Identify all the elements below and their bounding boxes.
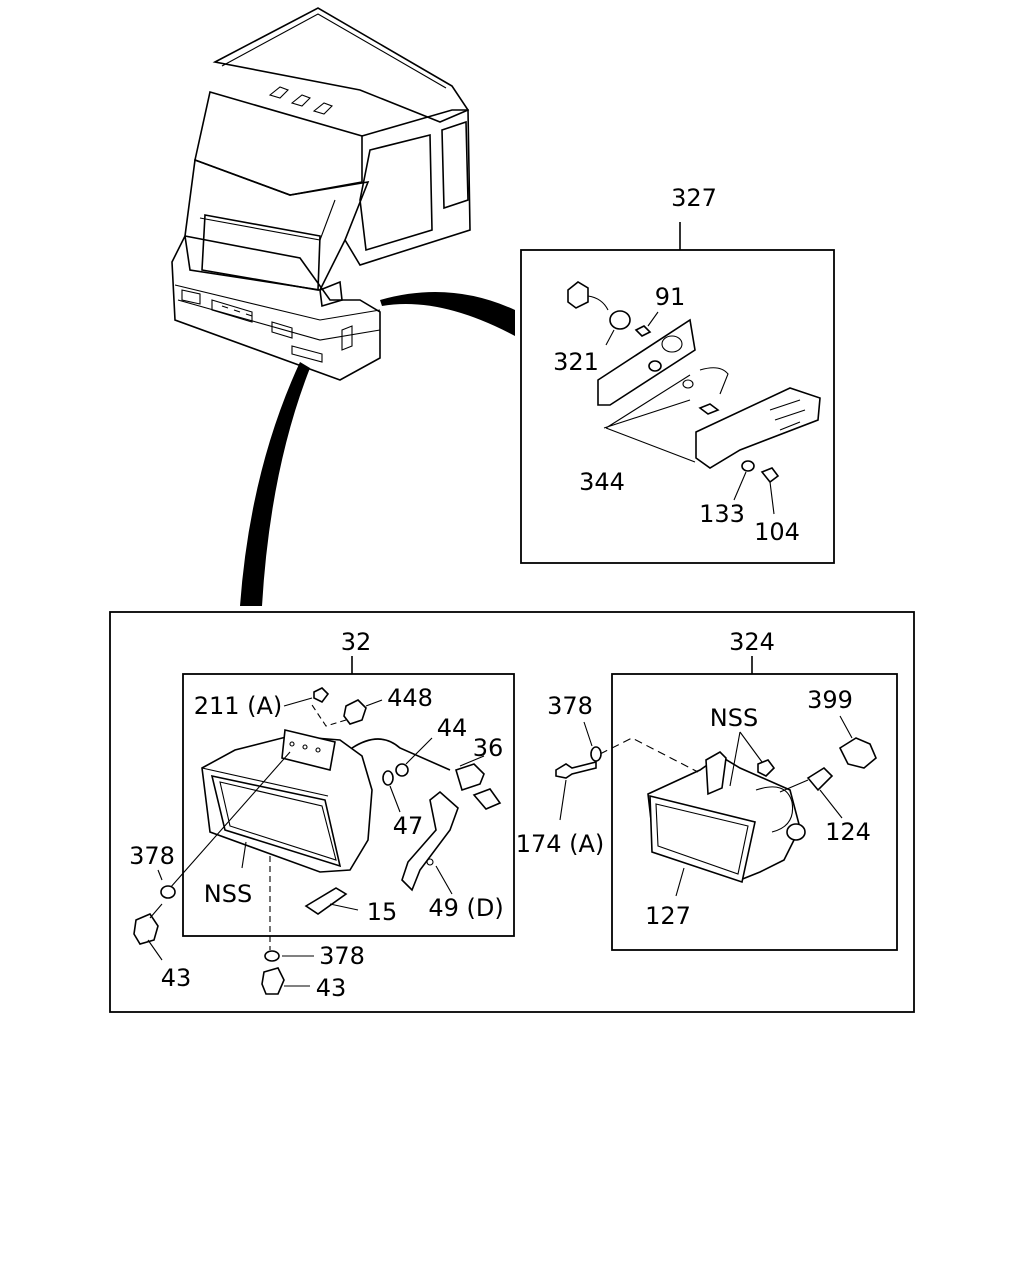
- screw-104: [760, 467, 780, 484]
- middle-fasteners: 378 174 (A): [516, 692, 699, 858]
- truck-cab-illustration: [171, 7, 515, 606]
- bulb-124: [806, 766, 834, 792]
- label-36: 36: [473, 734, 504, 762]
- socket-399: [838, 737, 877, 769]
- washer-378-mid: [590, 746, 602, 762]
- label-44: 44: [437, 714, 468, 742]
- label-43-bottom: 43: [316, 974, 347, 1002]
- bolt-43-bottom: [261, 967, 285, 995]
- washer-378-left: [160, 885, 176, 899]
- clip-211a: [313, 687, 330, 704]
- callout-327: 327: [671, 184, 717, 212]
- bracket-49d: [401, 790, 459, 892]
- fog-lamp-assembly-frame: [109, 611, 915, 1013]
- label-378-left: 378: [129, 842, 175, 870]
- nut-44: [395, 763, 409, 777]
- label-104: 104: [754, 518, 800, 546]
- lamp-cover: [695, 387, 821, 469]
- label-127: 127: [645, 902, 691, 930]
- label-91: 91: [655, 283, 686, 311]
- fog-lamp-left-panel: 32 36 44 47 49 (D) 15: [182, 628, 515, 937]
- label-378-mid: 378: [547, 692, 593, 720]
- label-344: 344: [579, 468, 625, 496]
- bulb-15: [304, 887, 348, 915]
- washer-47: [382, 770, 394, 786]
- nss-part-right: [757, 759, 776, 777]
- washer-378-bottom: [264, 950, 280, 962]
- bolt-43-left: [133, 913, 159, 945]
- fog-lamp-right-panel: 324 NSS 399 124 127: [611, 628, 898, 951]
- label-399: 399: [807, 686, 853, 714]
- label-211a: 211 (A): [194, 692, 283, 720]
- label-448: 448: [387, 684, 433, 712]
- left-fasteners: 378 43 378 43: [129, 751, 365, 1002]
- callout-32: 32: [341, 628, 372, 656]
- label-378-bottom: 378: [319, 942, 365, 970]
- washer-133: [741, 460, 755, 472]
- bulb-socket-321: [567, 281, 631, 346]
- callout-324: 324: [729, 628, 775, 656]
- label-15: 15: [367, 898, 398, 926]
- bolt-174a: [555, 760, 597, 779]
- label-321: 321: [553, 348, 599, 376]
- label-nss-right: NSS: [710, 704, 758, 732]
- bulb-91: [634, 325, 652, 337]
- connector-36: [455, 763, 485, 792]
- label-43-left: 43: [161, 964, 192, 992]
- label-47: 47: [393, 812, 424, 840]
- label-133: 133: [699, 500, 745, 528]
- label-174a: 174 (A): [516, 830, 605, 858]
- label-124: 124: [825, 818, 871, 846]
- side-turn-lamp-panel: 327 321 91 344 133 104: [520, 184, 835, 564]
- label-49d: 49 (D): [428, 894, 503, 922]
- gasket-bracket: [597, 318, 696, 406]
- label-nss-left: NSS: [204, 880, 252, 908]
- grommet-448: [343, 699, 367, 725]
